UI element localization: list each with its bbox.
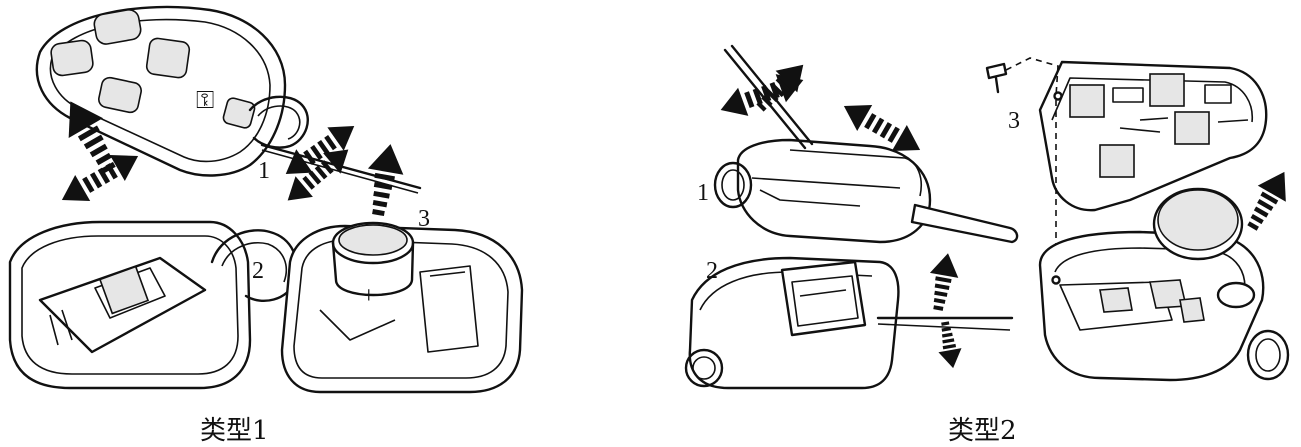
type1-coin-battery: + [331,221,415,309]
type1-illustration: ⚿ [8,5,524,394]
type1-remote-left-half [8,220,252,390]
type2-step-1: 1 [697,180,709,206]
type2-screw [985,57,1059,270]
type2-circuit-board [1038,60,1268,212]
type1-step-2: 2 [252,258,264,284]
type2-key-fob-half [684,256,1014,390]
type2-flip-key [713,138,1019,244]
type2-caption: 类型2 [948,416,1017,446]
remote-button-symbol: ⚿ [196,88,214,114]
type1-step-1: 1 [258,158,270,184]
type1-step-3: 3 [418,206,430,232]
type1-caption: 类型1 [200,416,269,446]
type2-step-2: 2 [706,258,718,284]
type2-illustration: 1 2 3 [684,44,1299,390]
svg-text:+: + [362,283,376,309]
type1-remote-right-half: + [280,221,524,394]
type2-coin-battery [1152,187,1244,261]
type1-remote-top-cover: ⚿ [35,5,309,177]
type2-step-3: 3 [1008,108,1020,134]
type2-lower-case [1038,230,1290,382]
